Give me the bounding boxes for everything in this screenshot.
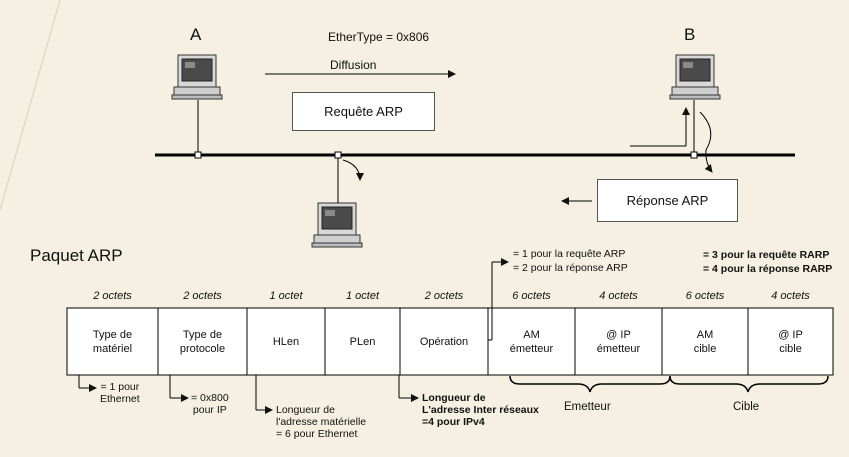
- field-operation: Opération: [419, 335, 469, 348]
- arp-request-note: = 1 pour la requête ARP: [513, 248, 626, 260]
- request-to-c-arrow: [342, 159, 364, 181]
- field-plen: PLen: [349, 335, 376, 348]
- decor-line: [0, 0, 61, 211]
- target-brace: [669, 375, 829, 393]
- size-plen: 1 octet: [345, 290, 380, 302]
- response-curve-arrow: [699, 111, 713, 173]
- size-proto-type: 2 octets: [183, 290, 222, 302]
- arp-response-box: Réponse ARP: [597, 179, 738, 222]
- size-sender-mac: 6 octets: [512, 290, 551, 302]
- host-a-label: A: [190, 25, 202, 44]
- host-b-tap: [690, 151, 698, 159]
- field-sender-mac: AM émetteur: [509, 328, 554, 355]
- size-sender-ip: 4 octets: [599, 290, 638, 302]
- hlen-note: Longueur de l'adresse matérielle = 6 pou…: [276, 404, 367, 440]
- field-hw-type: Type de matériel: [92, 328, 133, 355]
- size-hw-type: 2 octets: [93, 290, 132, 302]
- sender-group-label: Emetteur: [564, 401, 611, 413]
- ethertype-label: EtherType = 0x806: [328, 30, 430, 44]
- field-sender-ip: @ IP émetteur: [596, 328, 641, 355]
- arp-reply-note: = 2 pour la réponse ARP: [513, 262, 628, 274]
- diffusion-label: Diffusion: [330, 58, 377, 72]
- arp-packet-table: [66, 307, 834, 376]
- field-hlen: HLen: [272, 335, 300, 348]
- computer-c-icon: [311, 202, 363, 248]
- rarp-reply-note: = 4 pour la réponse RARP: [703, 263, 833, 275]
- sender-brace: [509, 375, 671, 393]
- host-b-label: B: [684, 25, 696, 44]
- hw-type-note: = 1 pour Ethernet: [100, 381, 140, 405]
- size-target-mac: 6 octets: [685, 290, 725, 302]
- proto-type-note: = 0x800 pour IP: [191, 392, 229, 416]
- host-a-tap: [194, 151, 202, 159]
- host-c-tap: [334, 151, 342, 159]
- arp-request-box: Requête ARP: [292, 92, 435, 131]
- field-target-mac: AM cible: [693, 328, 717, 355]
- field-proto-type: Type de protocole: [179, 328, 226, 355]
- computer-a-icon: [171, 54, 223, 100]
- target-group-label: Cible: [733, 401, 760, 413]
- plen-note: Longueur de L'adresse Inter réseaux =4 p…: [422, 392, 539, 428]
- rarp-request-note: = 3 pour la requête RARP: [703, 249, 830, 261]
- size-hlen: 1 octet: [269, 290, 303, 302]
- packet-title: Paquet ARP: [30, 246, 123, 265]
- field-target-ip: @ IP cible: [778, 328, 803, 355]
- computer-b-icon: [669, 54, 721, 100]
- size-operation: 2 octets: [424, 290, 464, 302]
- size-target-ip: 4 octets: [771, 290, 810, 302]
